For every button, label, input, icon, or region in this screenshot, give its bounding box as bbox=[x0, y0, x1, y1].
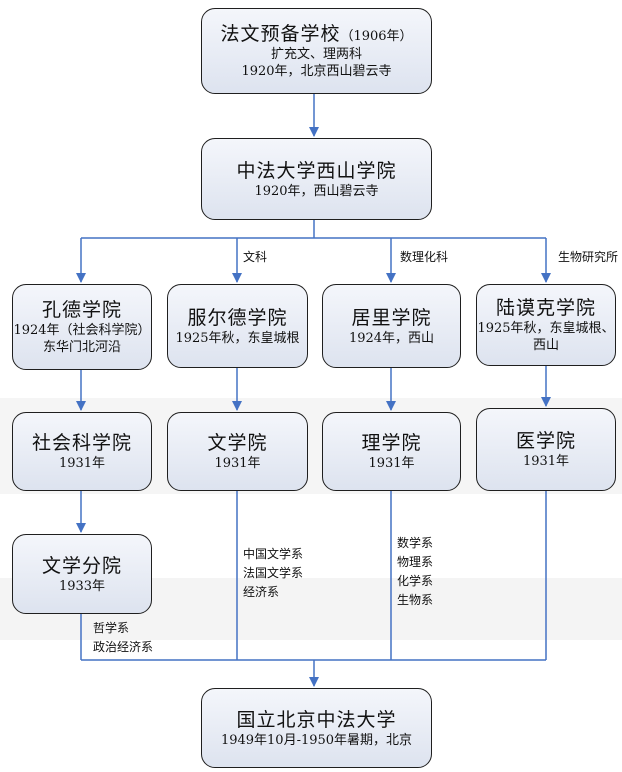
box-note: 1920年，北京西山碧云寺 bbox=[241, 64, 392, 79]
box-note: 1925年秋，东皇城根、 bbox=[477, 321, 615, 336]
fuerde-college-box: 服尔德学院 1925年秋，东皇城根 bbox=[167, 284, 308, 368]
department-list-lixue: 数学系 物理系 化学系 生物系 bbox=[397, 534, 433, 610]
box-note: 1925年秋，东皇城根 bbox=[175, 330, 300, 346]
konde-college-box: 孔德学院 1924年（社会科学院） 东华门北河沿 bbox=[12, 284, 152, 370]
box-title: 文学分院 bbox=[41, 554, 122, 577]
department-item: 数学系 bbox=[397, 536, 434, 550]
department-list-wenxue: 中国文学系 法国文学系 经济系 bbox=[243, 545, 303, 602]
yixue-college-box: 医学院 1931年 bbox=[476, 408, 616, 491]
box-title: 法文预备学校（1906年） bbox=[220, 23, 413, 45]
lumoke-college-box: 陆谟克学院 1925年秋，东皇城根、 西山 bbox=[476, 284, 616, 366]
box-title: 文学院 bbox=[207, 432, 268, 454]
department-item: 政治经济系 bbox=[93, 640, 154, 654]
department-item: 生物系 bbox=[397, 593, 434, 607]
department-item: 中国文学系 bbox=[243, 547, 304, 561]
box-title: 社会科学院 bbox=[31, 432, 132, 454]
lixue-college-box: 理学院 1931年 bbox=[322, 412, 461, 491]
box-note: 1949年10月-1950年暑期，北京 bbox=[220, 732, 413, 748]
box-note: 1931年 bbox=[214, 456, 261, 471]
department-list-fenyuan: 哲学系 政治经济系 bbox=[93, 619, 153, 657]
yubei-school-box: 法文预备学校（1906年） 扩充文、理两科 1920年，北京西山碧云寺 bbox=[201, 8, 432, 94]
juli-college-box: 居里学院 1924年，西山 bbox=[322, 284, 461, 368]
box-note: 东华门北河沿 bbox=[42, 340, 121, 355]
department-item: 物理系 bbox=[397, 555, 434, 569]
box-note: 西山 bbox=[532, 338, 559, 353]
box-title: 国立北京中法大学 bbox=[236, 708, 397, 731]
box-title: 中法大学西山学院 bbox=[236, 159, 397, 182]
box-note: 1924年，西山 bbox=[348, 330, 435, 346]
fenyuan-college-box: 文学分院 1933年 bbox=[12, 534, 152, 614]
shehui-college-box: 社会科学院 1931年 bbox=[12, 412, 152, 491]
department-item: 哲学系 bbox=[93, 621, 130, 635]
box-title: 服尔德学院 bbox=[187, 306, 288, 329]
box-title: 孔德学院 bbox=[41, 299, 122, 321]
branch-label-shengwu: 生物研究所 bbox=[558, 250, 619, 264]
xishan-college-box: 中法大学西山学院 1920年，西山碧云寺 bbox=[201, 138, 432, 220]
box-title: 医学院 bbox=[515, 430, 576, 452]
box-note: 1924年（社会科学院） bbox=[13, 323, 151, 338]
guoli-university-box: 国立北京中法大学 1949年10月-1950年暑期，北京 bbox=[201, 688, 432, 768]
box-title: 理学院 bbox=[361, 432, 422, 454]
box-note: 1933年 bbox=[58, 578, 106, 594]
branch-label-wenke: 文科 bbox=[243, 250, 268, 264]
box-note: 1931年 bbox=[58, 456, 106, 471]
box-title: 居里学院 bbox=[351, 306, 432, 329]
wenxue-college-box: 文学院 1931年 bbox=[167, 412, 308, 491]
department-item: 经济系 bbox=[243, 585, 280, 599]
branch-label-shulihuake: 数理化科 bbox=[400, 250, 449, 264]
box-note: 1931年 bbox=[368, 456, 415, 471]
box-note: 1920年，西山碧云寺 bbox=[254, 183, 379, 199]
box-note: 扩充文、理两科 bbox=[270, 47, 362, 62]
box-note: 1931年 bbox=[522, 454, 570, 469]
box-title: 陆谟克学院 bbox=[495, 297, 596, 319]
department-item: 法国文学系 bbox=[243, 566, 304, 580]
department-item: 化学系 bbox=[397, 574, 434, 588]
